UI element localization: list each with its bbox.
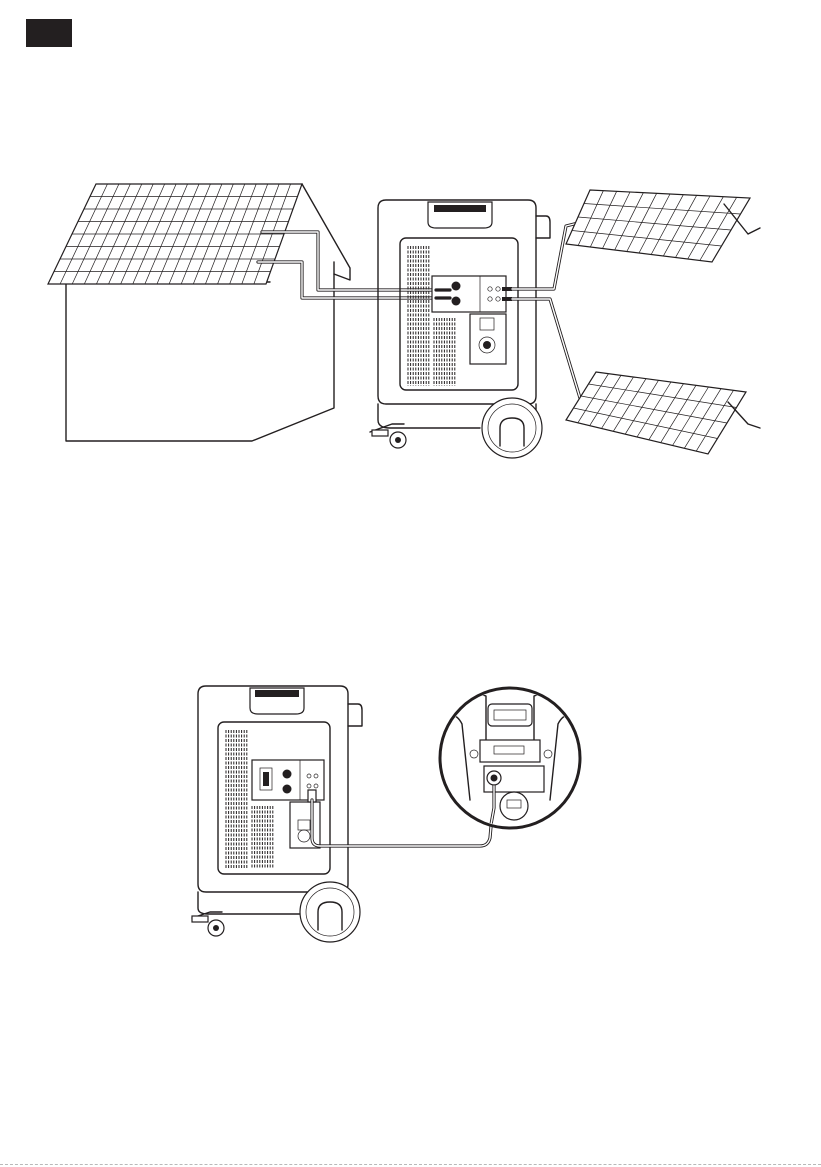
input-port-lower	[452, 297, 461, 306]
ac-panel	[290, 802, 320, 848]
ground-connection-figure	[180, 670, 600, 950]
rear-wheel	[300, 882, 360, 942]
vent-grille-right	[252, 806, 273, 868]
portable-solar-panel-lower	[566, 372, 760, 454]
magnified-callout-circle	[440, 688, 580, 834]
portable-solar-panel-upper	[566, 190, 760, 262]
language-tab-shape	[26, 19, 72, 47]
house-outline	[66, 262, 334, 441]
language-tab	[26, 19, 72, 47]
input-port-upper	[452, 282, 461, 291]
vent-grille-left	[408, 246, 429, 386]
panel-frame	[566, 190, 750, 262]
io-panel	[432, 276, 506, 312]
panel-cable-lower	[512, 299, 590, 404]
vent-grille-left	[226, 730, 247, 868]
vent-grille-right	[434, 318, 455, 386]
page-bottom-rule	[0, 1164, 821, 1165]
ac-panel	[470, 314, 506, 364]
portable-power-station-rear	[370, 200, 550, 458]
rear-wheel	[482, 398, 542, 458]
solar-connection-figure	[0, 170, 821, 470]
portable-power-station-rear	[192, 686, 362, 942]
